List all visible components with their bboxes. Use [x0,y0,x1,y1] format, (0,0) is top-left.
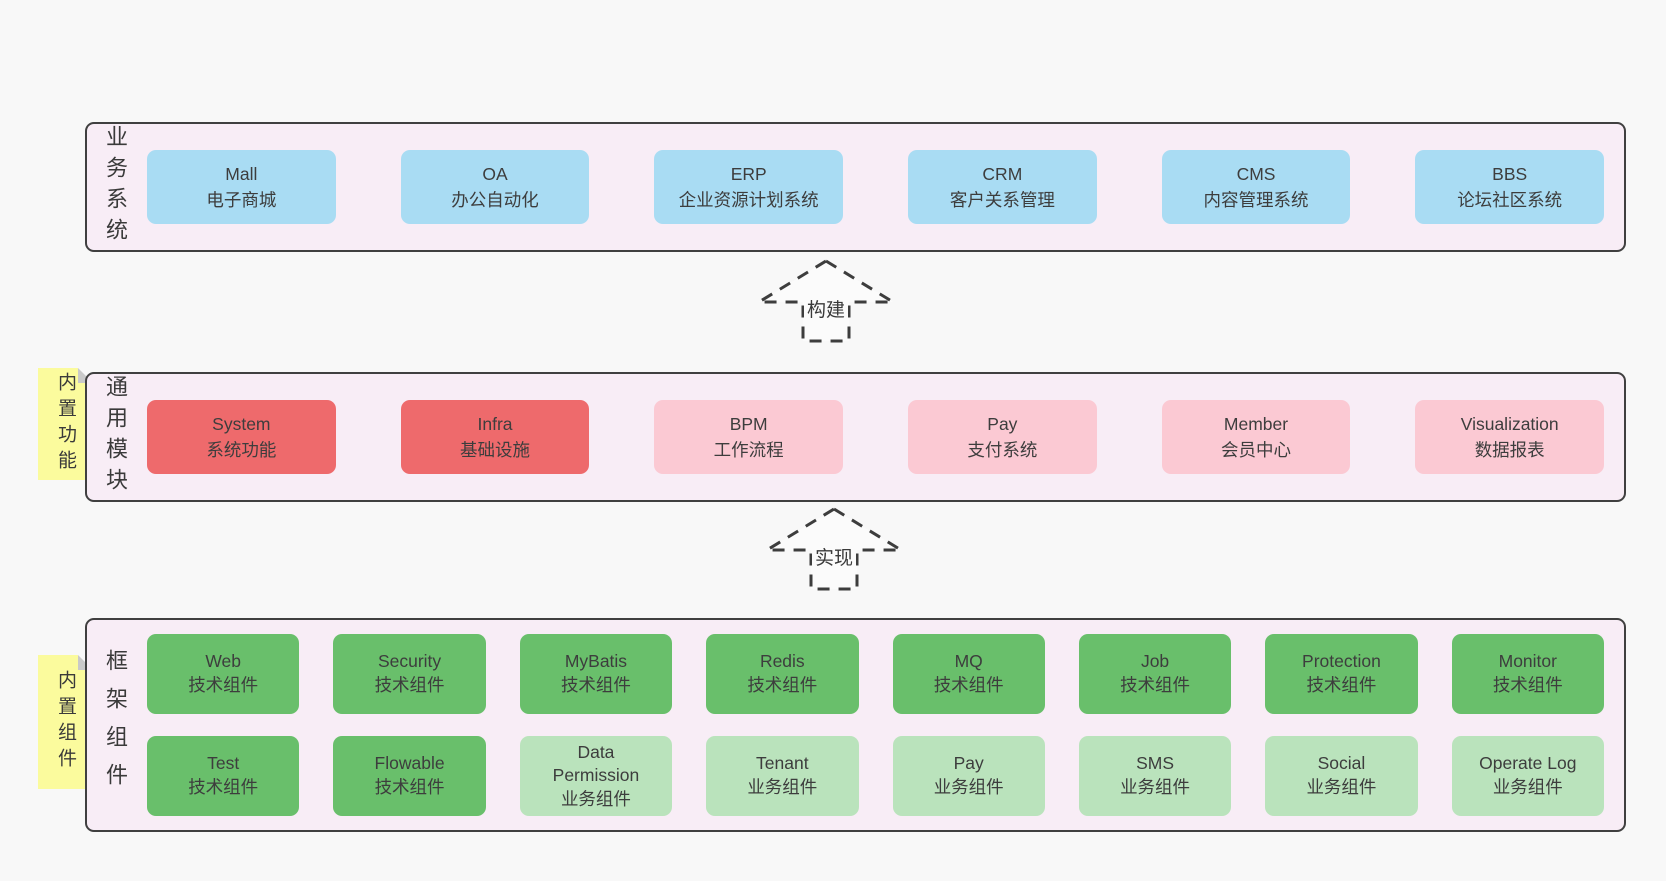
node-name: BBS [1492,163,1528,184]
modules-layer-label: 通用模块 [103,375,128,499]
node-infra: Infra 基础设施 [400,400,590,474]
node-desc: 数据报表 [1474,440,1545,460]
business-systems-layer: 业务系统 Mall 电子商城 OA 办公自动化 ERP 企业资源计划系统 CRM… [85,122,1626,252]
node-desc: 技术组件 [1306,675,1377,695]
node-flowable: Flowable 技术组件 [333,736,486,816]
node-job: Job 技术组件 [1078,634,1232,714]
node-tenant: Tenant 业务组件 [706,736,859,816]
node-visualization: Visualization 数据报表 [1415,400,1605,474]
node-sms: SMS 业务组件 [1078,736,1232,816]
node-mall: Mall 电子商城 [147,150,336,224]
node-desc: 业务组件 [1492,777,1563,797]
node-name: MQ [954,651,983,672]
node-desc: 系统功能 [206,440,277,460]
node-name: ERP [730,163,767,184]
node-desc: 技术组件 [1492,675,1563,695]
node-desc: 技术组件 [1120,675,1191,695]
builtin-features-note-label: 内置功能 [55,372,76,476]
node-mybatis: MyBatis 技术组件 [519,634,673,714]
node-desc: 客户关系管理 [949,190,1055,210]
builtin-features-note: 内置功能 [38,368,93,480]
node-desc: 论坛社区系统 [1457,190,1563,210]
node-name: Redis [759,651,805,672]
node-name: CMS [1236,163,1276,184]
node-oa: OA 办公自动化 [400,150,590,224]
node-name: Monitor [1498,651,1557,672]
business-layer-label: 业务系统 [103,125,128,249]
node-pay-system: Pay 支付系统 [908,400,1097,474]
node-name: Protection [1302,651,1381,672]
node-desc: 会员中心 [1221,440,1292,460]
node-member: Member 会员中心 [1161,400,1351,474]
node-protection: Protection 技术组件 [1265,634,1418,714]
node-redis: Redis 技术组件 [706,634,859,714]
node-name: Member [1223,413,1289,434]
node-desc: 技术组件 [374,675,445,695]
node-name: Data Permission [552,741,640,786]
node-name: System [212,413,271,434]
node-bpm: BPM 工作流程 [654,400,844,474]
node-name: Operate Log [1479,753,1577,774]
node-name: Web [205,651,242,672]
node-name: BPM [729,413,768,434]
node-name: Test [207,753,240,774]
node-desc: 技术组件 [933,675,1004,695]
implement-arrow: 实现 [761,506,907,592]
node-erp: ERP 企业资源计划系统 [654,150,844,224]
build-arrow: 构建 [753,258,899,344]
node-cms: CMS 内容管理系统 [1161,150,1351,224]
node-name: OA [482,163,508,184]
node-security: Security 技术组件 [333,634,486,714]
node-desc: 业务组件 [560,788,631,809]
node-desc: 技术组件 [560,675,631,695]
framework-components-layer: 框架组件 Web 技术组件 Security 技术组件 MyBatis 技术组件… [85,618,1626,832]
node-desc: 支付系统 [967,440,1038,460]
builtin-components-note-label: 内置组件 [55,670,76,774]
node-desc: 技术组件 [374,777,445,797]
common-modules-layer: 通用模块 System 系统功能 Infra 基础设施 BPM 工作流程 Pay… [85,372,1626,502]
node-name: Security [377,651,442,672]
node-web: Web 技术组件 [147,634,300,714]
node-name: Job [1140,651,1170,672]
node-name: Social [1317,753,1366,774]
node-operate-log: Operate Log 业务组件 [1451,736,1604,816]
framework-layer-label: 框架组件 [103,649,128,801]
node-name: Pay [987,413,1018,434]
node-name: Pay [953,753,984,774]
node-name: CRM [982,163,1023,184]
node-desc: 技术组件 [188,777,259,797]
node-desc: 技术组件 [188,675,259,695]
node-data-permission: Data Permission 业务组件 [519,736,673,816]
node-desc: 业务组件 [1306,777,1377,797]
node-desc: 技术组件 [747,675,818,695]
node-desc: 电子商城 [206,190,277,210]
node-bbs: BBS 论坛社区系统 [1415,150,1605,224]
node-name: Flowable [374,753,445,774]
node-name: Tenant [756,753,809,774]
node-name: MyBatis [564,651,628,672]
node-desc: 工作流程 [713,440,784,460]
node-social: Social 业务组件 [1265,736,1418,816]
node-pay-component: Pay 业务组件 [892,736,1045,816]
node-desc: 办公自动化 [451,190,539,210]
node-desc: 内容管理系统 [1203,190,1309,210]
node-desc: 企业资源计划系统 [678,190,819,210]
node-desc: 业务组件 [933,777,1004,797]
build-arrow-label: 构建 [803,295,849,322]
node-name: Infra [477,413,513,434]
node-desc: 基础设施 [460,440,530,460]
node-name: Visualization [1460,413,1559,434]
node-mq: MQ 技术组件 [892,634,1045,714]
node-name: SMS [1136,753,1175,774]
node-desc: 业务组件 [1120,777,1191,797]
node-system: System 系统功能 [147,400,336,474]
node-crm: CRM 客户关系管理 [908,150,1097,224]
implement-arrow-label: 实现 [811,543,857,570]
node-desc: 业务组件 [747,777,818,797]
node-monitor: Monitor 技术组件 [1451,634,1604,714]
node-test: Test 技术组件 [147,736,300,816]
node-name: Mall [225,163,258,184]
